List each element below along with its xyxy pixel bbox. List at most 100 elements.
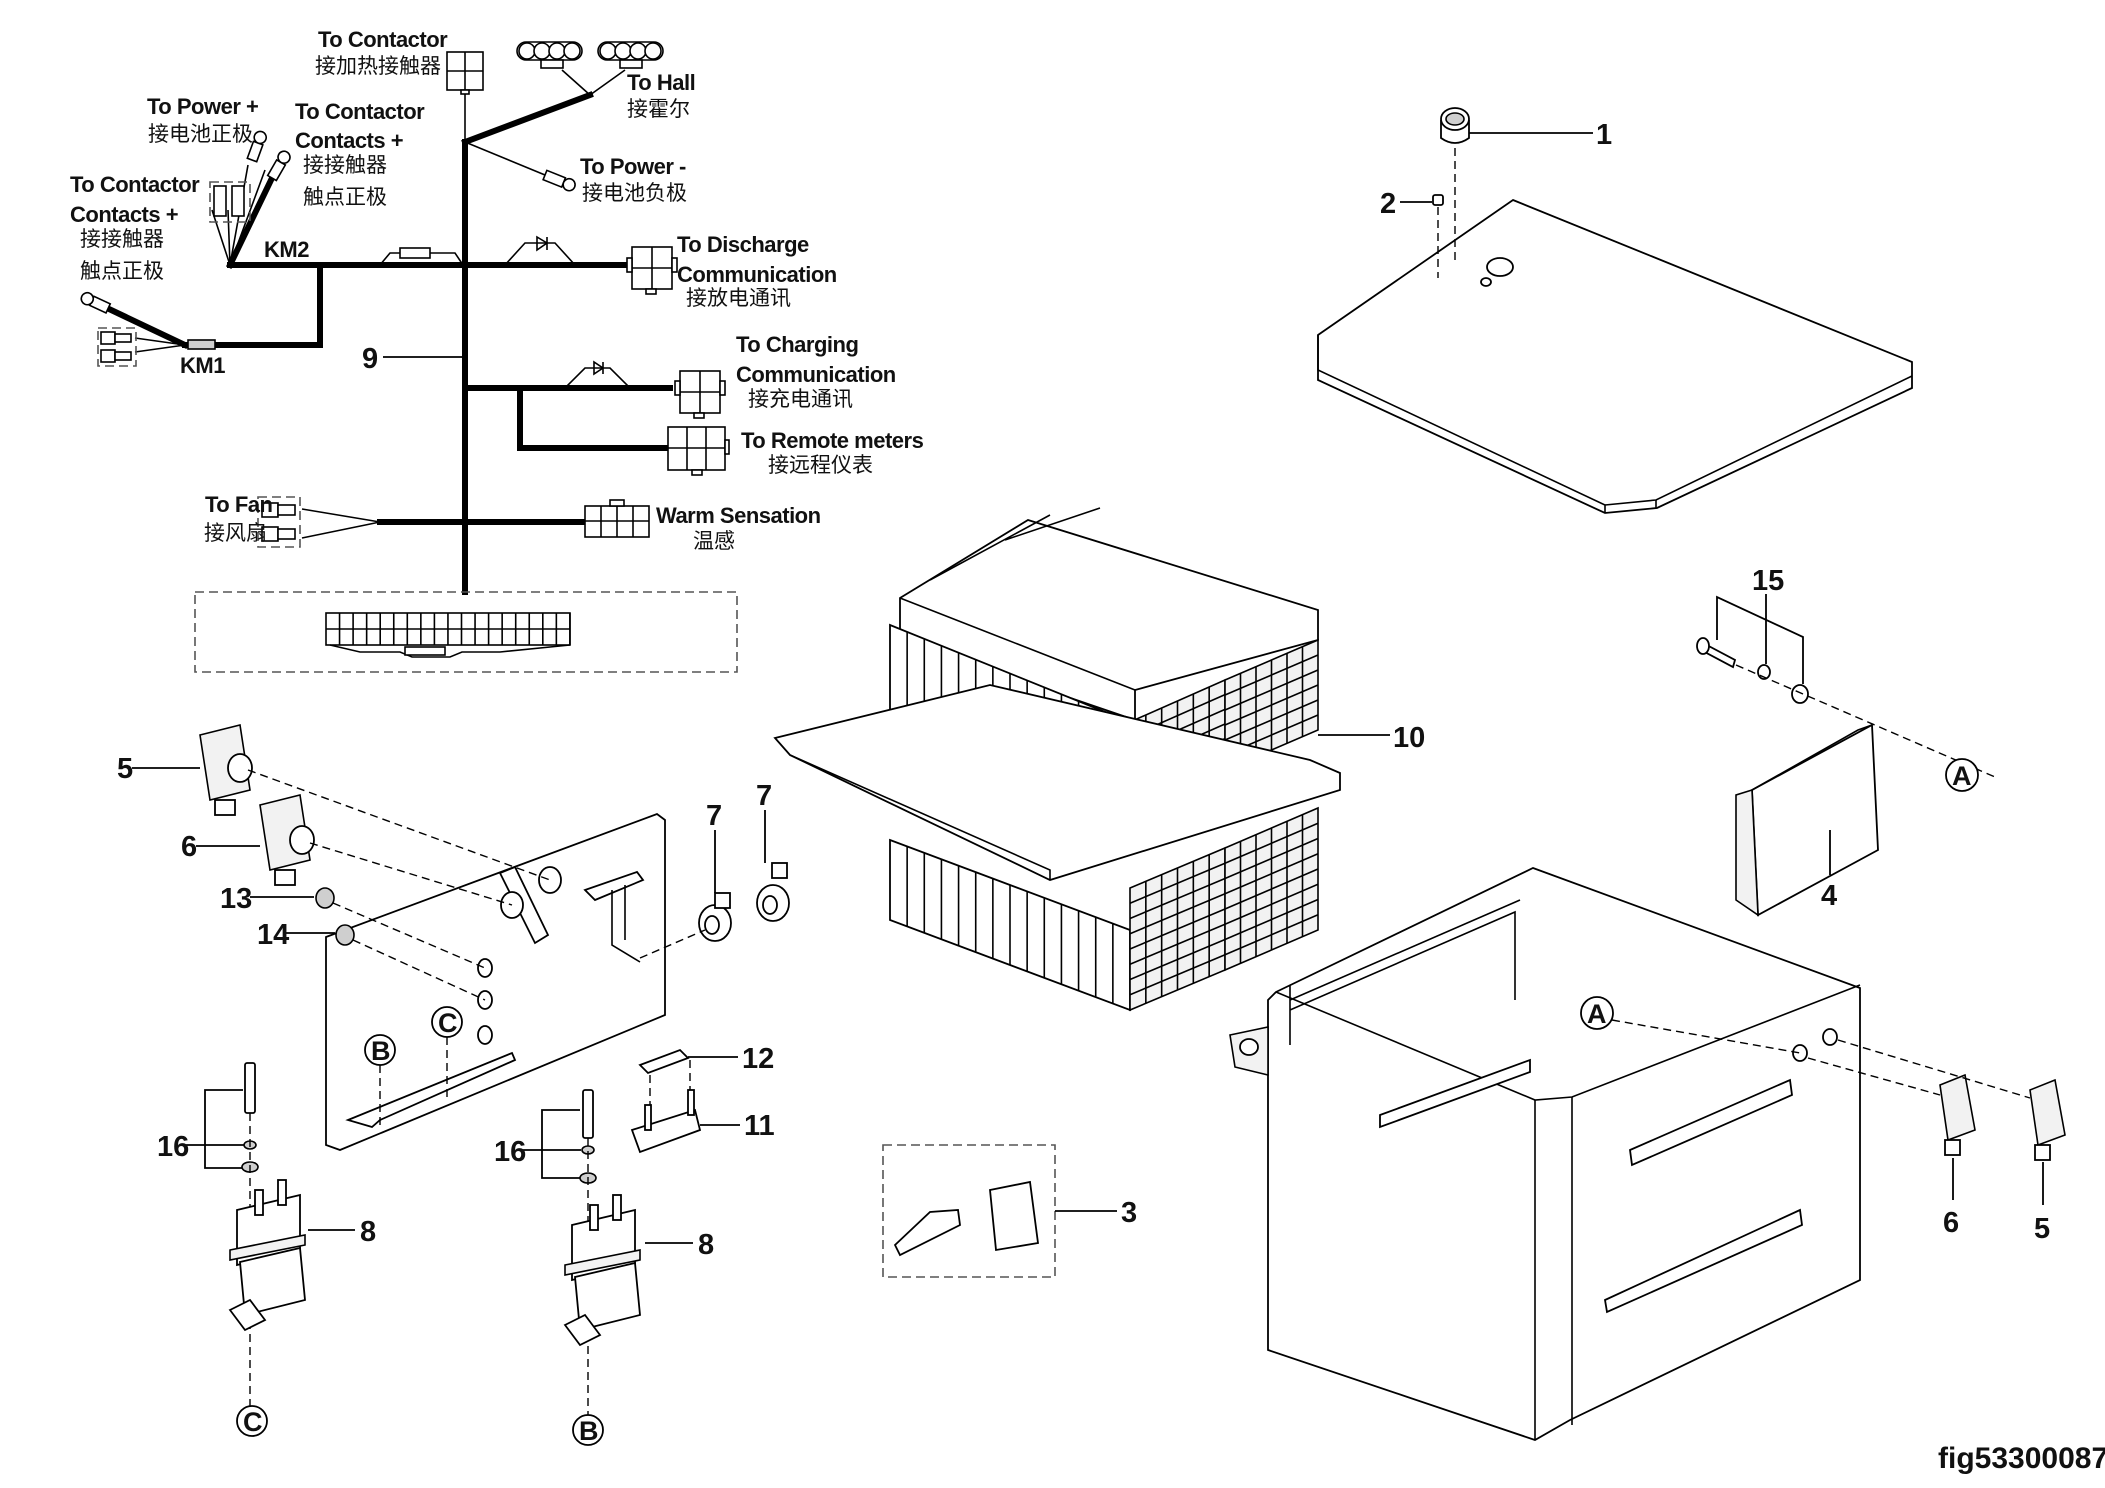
label-km2: KM2 [264,237,309,262]
label-remote-meters-en: To Remote meters [741,428,924,453]
km1-ring-terminal [80,291,112,315]
part-13-gland: 13 [220,883,486,969]
label-km1-contactor-en-1: To Contactor [70,172,200,197]
remote-meters-branch [517,385,683,451]
ref-marker-a-top: A [1945,758,1979,792]
heater-contactor-connector [446,51,484,95]
power-positive-terminal [246,130,268,163]
part-12-fuse-link: 12 [638,1043,774,1110]
callout-5-right: 5 [2034,1213,2050,1245]
label-km2-contactor-en-2: Contacts + [295,128,403,153]
svg-text:C: C [243,1407,263,1437]
label-contactor-heat-zh: 接加热接触器 [315,54,441,78]
label-warm-sensation-zh: 温感 [693,529,735,553]
part-1-gauge: 1 [1440,107,1612,262]
main-connector [194,591,738,673]
label-fan-zh: 接风扇 [204,521,267,545]
ref-marker-a-box: A [1580,996,1614,1030]
callout-8-b: 8 [698,1229,714,1261]
svg-text:A: A [1952,761,1972,791]
km1-spade-connectors [97,327,137,367]
label-power-pos-zh: 接电池正极 [148,122,253,146]
callout-15: 15 [1752,565,1784,597]
callout-4: 4 [1821,880,1837,912]
label-fan-en: To Fan [205,492,273,517]
label-charging-zh: 接充电通讯 [748,387,853,411]
ref-marker-b-plate: B [364,1034,396,1125]
label-km1-contactor-zh-2: 触点正极 [80,259,164,283]
label-contactor-heat-en: To Contactor [318,27,448,52]
gauge-hole [1486,257,1514,277]
hall-connector-1 [516,41,583,69]
label-discharge-en-2: Communication [677,262,837,287]
km2-ring-terminal [266,150,291,182]
part-7-current-sensor-b: 7 [756,780,790,922]
label-charging-en-1: To Charging [736,332,858,357]
battery-lid [1317,198,1913,514]
callout-14: 14 [257,919,289,951]
callout-3: 3 [1121,1197,1137,1229]
svg-text:B: B [579,1416,599,1446]
callout-5-left: 5 [117,753,133,785]
label-warm-sensation-en: Warm Sensation [656,503,821,528]
part-14-gland: 14 [257,919,486,1001]
label-charging-en-2: Communication [736,362,896,387]
plug-hole [1480,277,1492,287]
part-5-connector-right: 5 [1837,1039,2066,1245]
callout-7-b: 7 [756,780,772,812]
label-hall-en: To Hall [627,70,695,95]
part-3-kit: 3 [882,1144,1137,1278]
part-8-contactor-b: 8 [563,1194,714,1347]
charging-diode [564,360,631,389]
inline-fuse [379,247,464,266]
hall-connector-2 [597,41,664,69]
callout-12: 12 [742,1043,774,1075]
part-15-fasteners: 15 [1696,565,1996,778]
label-power-neg-en: To Power - [580,154,686,179]
label-km1-contactor-en-2: Contacts + [70,202,178,227]
label-power-pos-en: To Power + [147,94,258,119]
part-7-current-sensor-a: 7 [639,800,732,959]
svg-text:A: A [1587,999,1607,1029]
fan-connectors [257,496,301,548]
warm-sensation-connector [584,499,650,538]
callout-13: 13 [220,883,252,915]
label-km1-contactor-zh-1: 接接触器 [80,227,164,251]
label-km2-contactor-zh-2: 触点正极 [303,185,387,209]
svg-text:B: B [371,1036,391,1066]
charging-connector [674,370,726,419]
callout-11: 11 [744,1110,775,1142]
part-8-contactor-a: 8 [228,1179,376,1332]
discharge-connector [625,246,678,295]
label-km2-contactor-en-1: To Contactor [295,99,425,124]
ref-marker-c-bottom: C [236,1405,268,1437]
part-4-bms-module: 4 [1735,723,1879,917]
label-discharge-en-1: To Discharge [677,232,809,257]
label-km1: KM1 [180,353,225,378]
remote-meters-connector [667,426,730,476]
label-discharge-zh: 接放电通讯 [686,286,791,310]
ref-marker-b-bottom: B [572,1414,604,1446]
wiring-harness: 9 To Contactor 接加热接触器 To Hall 接霍尔 To Pow… [70,27,924,673]
discharge-diode [504,235,576,266]
callout-6-left: 6 [181,831,197,863]
hall-branch [461,91,594,146]
callout-16-a: 16 [157,1131,189,1163]
mounting-plate [325,812,666,1151]
callout-10: 10 [1393,722,1425,754]
callout-2: 2 [1380,188,1396,220]
ref-marker-c-plate: C [431,1006,463,1100]
callout-7-a: 7 [706,800,722,832]
km1-sleeve [187,339,216,350]
part-10-battery-module: 10 [773,507,1425,1012]
power-negative-terminal [542,169,576,192]
callout-1: 1 [1596,119,1612,151]
part-5-connector-left: 5 [117,724,551,881]
svg-text:C: C [438,1008,458,1038]
part-11-fuse-holder: 11 [630,1089,775,1154]
km2-spade-connectors [209,181,251,223]
label-power-neg-zh: 接电池负极 [582,181,687,205]
battery-box [1229,867,1861,1441]
label-hall-zh: 接霍尔 [627,97,690,121]
